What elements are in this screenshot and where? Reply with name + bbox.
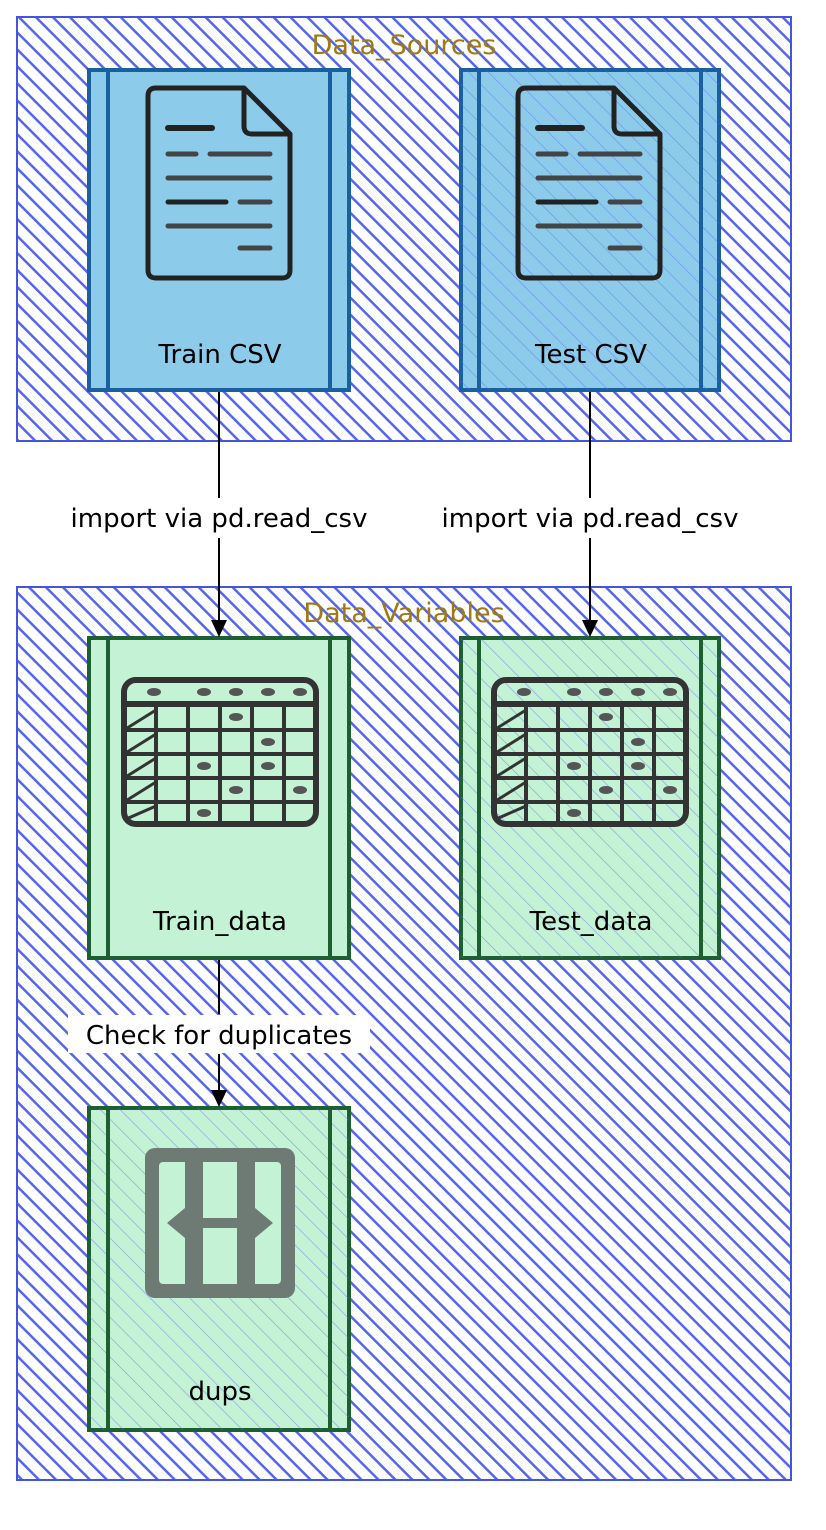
edge-train-import: import via pd.read_csv (71, 392, 368, 637)
edge-test-import-label: import via pd.read_csv (442, 504, 739, 534)
cluster-data-variables-title: Data_Variables (303, 598, 504, 629)
edge-check-dups: Check for duplicates (68, 960, 370, 1107)
node-test-data-label: Test_data (529, 907, 653, 937)
arrowhead-icon (211, 1090, 227, 1107)
node-test-csv-label: Test CSV (534, 340, 647, 370)
table-icon (491, 677, 689, 827)
arrowhead-icon (211, 620, 227, 637)
node-dups-label: dups (188, 1377, 251, 1407)
node-dups[interactable]: dups (87, 1106, 351, 1432)
edge-test-import: import via pd.read_csv (442, 392, 739, 637)
document-icon (145, 85, 293, 281)
arrowhead-icon (582, 620, 598, 637)
document-icon (515, 85, 663, 281)
node-test-csv[interactable]: Test CSV (459, 68, 721, 392)
cluster-data-sources-title: Data_Sources (312, 30, 497, 61)
table-icon (121, 677, 319, 827)
edge-check-dups-label: Check for duplicates (86, 1021, 352, 1051)
node-test-data[interactable]: Test_data (459, 636, 721, 960)
node-train-csv[interactable]: Train CSV (87, 68, 351, 392)
duplicate-icon (145, 1148, 295, 1298)
node-train-data[interactable]: Train_data (87, 636, 351, 960)
edge-train-import-label: import via pd.read_csv (71, 504, 368, 534)
node-train-csv-label: Train CSV (157, 340, 281, 370)
edge-check-dups-label-bg (68, 1015, 370, 1053)
node-train-csv-box (87, 68, 351, 392)
node-train-data-label: Train_data (152, 907, 287, 937)
